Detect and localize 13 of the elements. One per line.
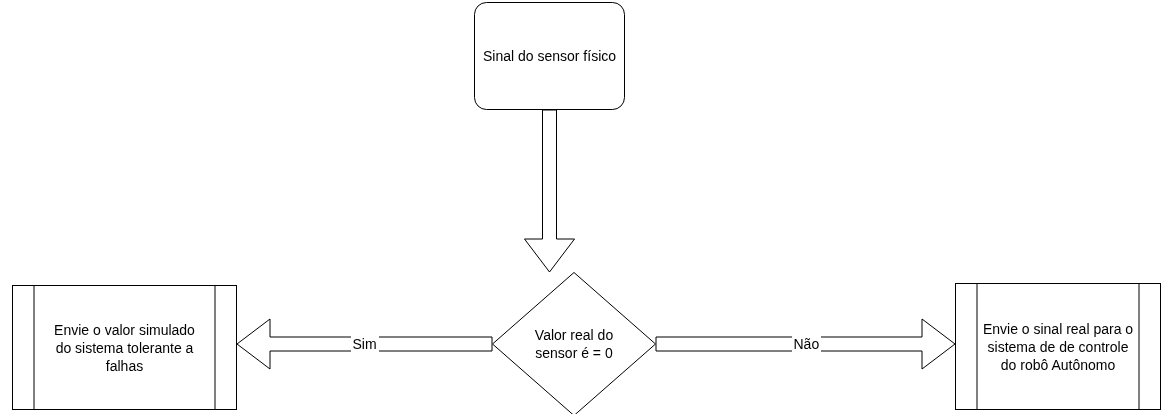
start-box	[474, 2, 625, 110]
edge-label: Não	[791, 335, 822, 353]
node-text: Envie o sinal real para o sistema de de controle do robô Autônomo	[981, 319, 1135, 374]
node-text: Envie o valor simulado do sistema tolerante a falhas	[53, 320, 196, 375]
process-box	[12, 285, 237, 410]
block-arrow	[655, 318, 956, 370]
block-arrow	[236, 318, 493, 370]
process-box	[955, 283, 1161, 410]
node-text: Valor real do sensor é = 0	[533, 326, 615, 362]
decision-diamond	[492, 272, 656, 414]
block-arrow	[524, 109, 575, 273]
node-text: Sinal do sensor físico	[482, 47, 617, 65]
edge-label: Sim	[350, 335, 379, 353]
